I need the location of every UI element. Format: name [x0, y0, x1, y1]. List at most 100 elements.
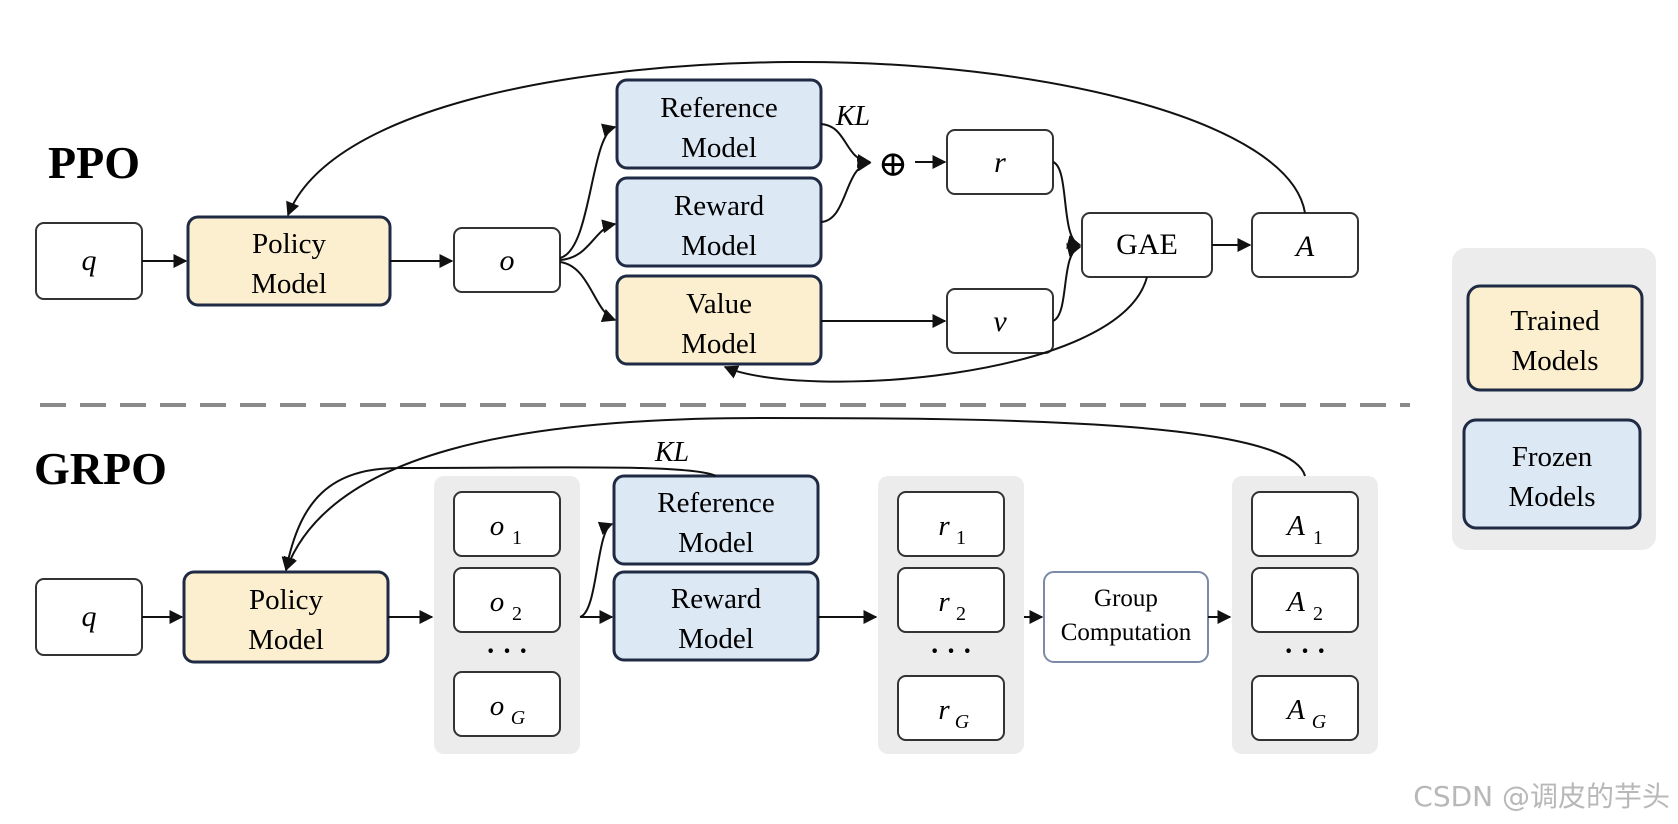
ppo-title: PPO: [48, 137, 140, 188]
legend-frozen: Frozen Models: [1462, 418, 1642, 530]
legend-frozen-line1: Frozen: [1512, 441, 1593, 473]
ppo-v-label: v: [993, 305, 1007, 338]
svg-text:r: r: [938, 510, 950, 542]
grpo-r-g-sub: G: [955, 711, 970, 733]
grpo-r-g-base: r: [938, 694, 950, 726]
ppo-value-line2: Model: [681, 328, 757, 360]
svg-text:o: o: [490, 690, 505, 722]
grpo-r-item-1: r 1: [897, 491, 1005, 557]
ppo-reward-line1: Reward: [674, 190, 765, 222]
grpo-o-1-sub: 1: [512, 527, 522, 549]
grpo-policy-model: Policy Model: [182, 570, 390, 664]
grpo-o-item-g: o G: [453, 671, 561, 737]
ppo-policy-line1: Policy: [252, 228, 327, 260]
grpo-o-item-2: o 2: [453, 567, 561, 633]
ppo-a-label: A: [1294, 230, 1315, 263]
grpo-a-item-2: A 2: [1251, 567, 1359, 633]
grpo-r-2-base: r: [938, 586, 950, 618]
ppo-reference-line2: Model: [681, 132, 757, 164]
grpo-group-computation: Group Computation: [1043, 571, 1209, 663]
grpo-a-g-base: A: [1285, 694, 1305, 726]
legend-frozen-line2: Models: [1509, 481, 1596, 513]
ppo-policy-line2: Model: [251, 268, 327, 300]
grpo-r-2-sub: 2: [956, 603, 966, 625]
edge-grpo-outputs-reference: [579, 521, 614, 618]
grpo-a-ellipsis: · · ·: [1284, 636, 1326, 667]
grpo-title: GRPO: [34, 443, 167, 494]
grpo-reward-model: Reward Model: [612, 570, 820, 662]
svg-text:A: A: [1285, 586, 1305, 618]
ppo-o-node: o: [453, 227, 561, 293]
edge-v-gae: [1052, 243, 1082, 322]
grpo-o-1-base: o: [490, 510, 505, 542]
svg-text:o: o: [490, 510, 505, 542]
grpo-kl-label: KL: [654, 437, 689, 468]
ppo-reward-model: Reward Model: [615, 176, 823, 268]
edge-grpo-advantage-policy-feedback: [283, 416, 1306, 572]
grpo-a-item-g: A G: [1251, 675, 1359, 741]
edge-r-gae: [1052, 161, 1082, 249]
svg-text:o: o: [490, 586, 505, 618]
ppo-r-node: r: [946, 129, 1054, 195]
grpo-reference-line2: Model: [678, 527, 754, 559]
ppo-q-node: q: [35, 222, 143, 300]
grpo-r-1-base: r: [938, 510, 950, 542]
grpo-o-2-base: o: [490, 586, 505, 618]
grpo-r-1-sub: 1: [956, 527, 966, 549]
ppo-gae-label: GAE: [1116, 228, 1178, 261]
grpo-reward-line2: Model: [678, 623, 754, 655]
legend-trained: Trained Models: [1466, 284, 1644, 392]
ppo-reward-line2: Model: [681, 230, 757, 262]
grpo-group-line2: Computation: [1061, 619, 1192, 646]
grpo-o-ellipsis: · · ·: [486, 636, 528, 667]
grpo-edges: [142, 416, 1306, 624]
grpo-o-2-sub: 2: [512, 603, 522, 625]
grpo-r-item-g: r G: [897, 675, 1005, 741]
edge-o-reward: [559, 219, 617, 261]
edge-gae-value-feedback: [723, 276, 1148, 383]
grpo-policy-line2: Model: [248, 624, 324, 656]
ppo-oplus-symbol: ⊕: [878, 144, 908, 184]
grpo-a-2-base: A: [1285, 586, 1305, 618]
edge-a-policy-feedback: [286, 60, 1306, 217]
svg-text:r: r: [938, 586, 950, 618]
edge-o-reference: [559, 123, 617, 259]
grpo-q-label: q: [82, 600, 97, 633]
grpo-group-line1: Group: [1094, 585, 1158, 612]
ppo-o-label: o: [500, 244, 515, 277]
legend-trained-line2: Models: [1512, 345, 1599, 377]
svg-text:r: r: [938, 694, 950, 726]
ppo-reference-line1: Reference: [660, 92, 778, 124]
ppo-gae-node: GAE: [1081, 212, 1213, 278]
ppo-q-label: q: [82, 244, 97, 277]
grpo-r-item-2: r 2: [897, 567, 1005, 633]
grpo-reward-line1: Reward: [671, 583, 762, 615]
edge-grpo-reference-kl-policy: [281, 466, 717, 572]
grpo-a-1-sub: 1: [1313, 527, 1323, 549]
ppo-value-line1: Value: [686, 288, 752, 320]
legend-trained-line1: Trained: [1510, 305, 1600, 337]
grpo-o-item-1: o 1: [453, 491, 561, 557]
ppo-reference-model: Reference Model: [615, 78, 823, 170]
grpo-o-g-base: o: [490, 690, 505, 722]
ppo-edges: [142, 60, 1306, 383]
grpo-a-1-base: A: [1285, 510, 1305, 542]
grpo-a-2-sub: 2: [1313, 603, 1323, 625]
grpo-reference-line1: Reference: [657, 487, 775, 519]
edge-o-value: [559, 261, 617, 323]
legend: Trained Models Frozen Models: [1452, 248, 1656, 550]
ppo-a-node: A: [1251, 212, 1359, 278]
ppo-value-model: Value Model: [615, 274, 823, 366]
ppo-r-label: r: [994, 146, 1006, 179]
ppo-policy-model: Policy Model: [186, 215, 392, 307]
watermark: CSDN @调皮的芋头: [1413, 780, 1670, 813]
edge-reward-oplus: [820, 157, 872, 223]
grpo-reference-model: Reference Model: [612, 474, 820, 566]
grpo-a-item-1: A 1: [1251, 491, 1359, 557]
ppo-v-node: v: [946, 288, 1054, 354]
grpo-o-g-sub: G: [511, 707, 526, 729]
grpo-policy-line1: Policy: [249, 584, 324, 616]
grpo-a-g-sub: G: [1312, 711, 1327, 733]
svg-text:A: A: [1285, 694, 1305, 726]
